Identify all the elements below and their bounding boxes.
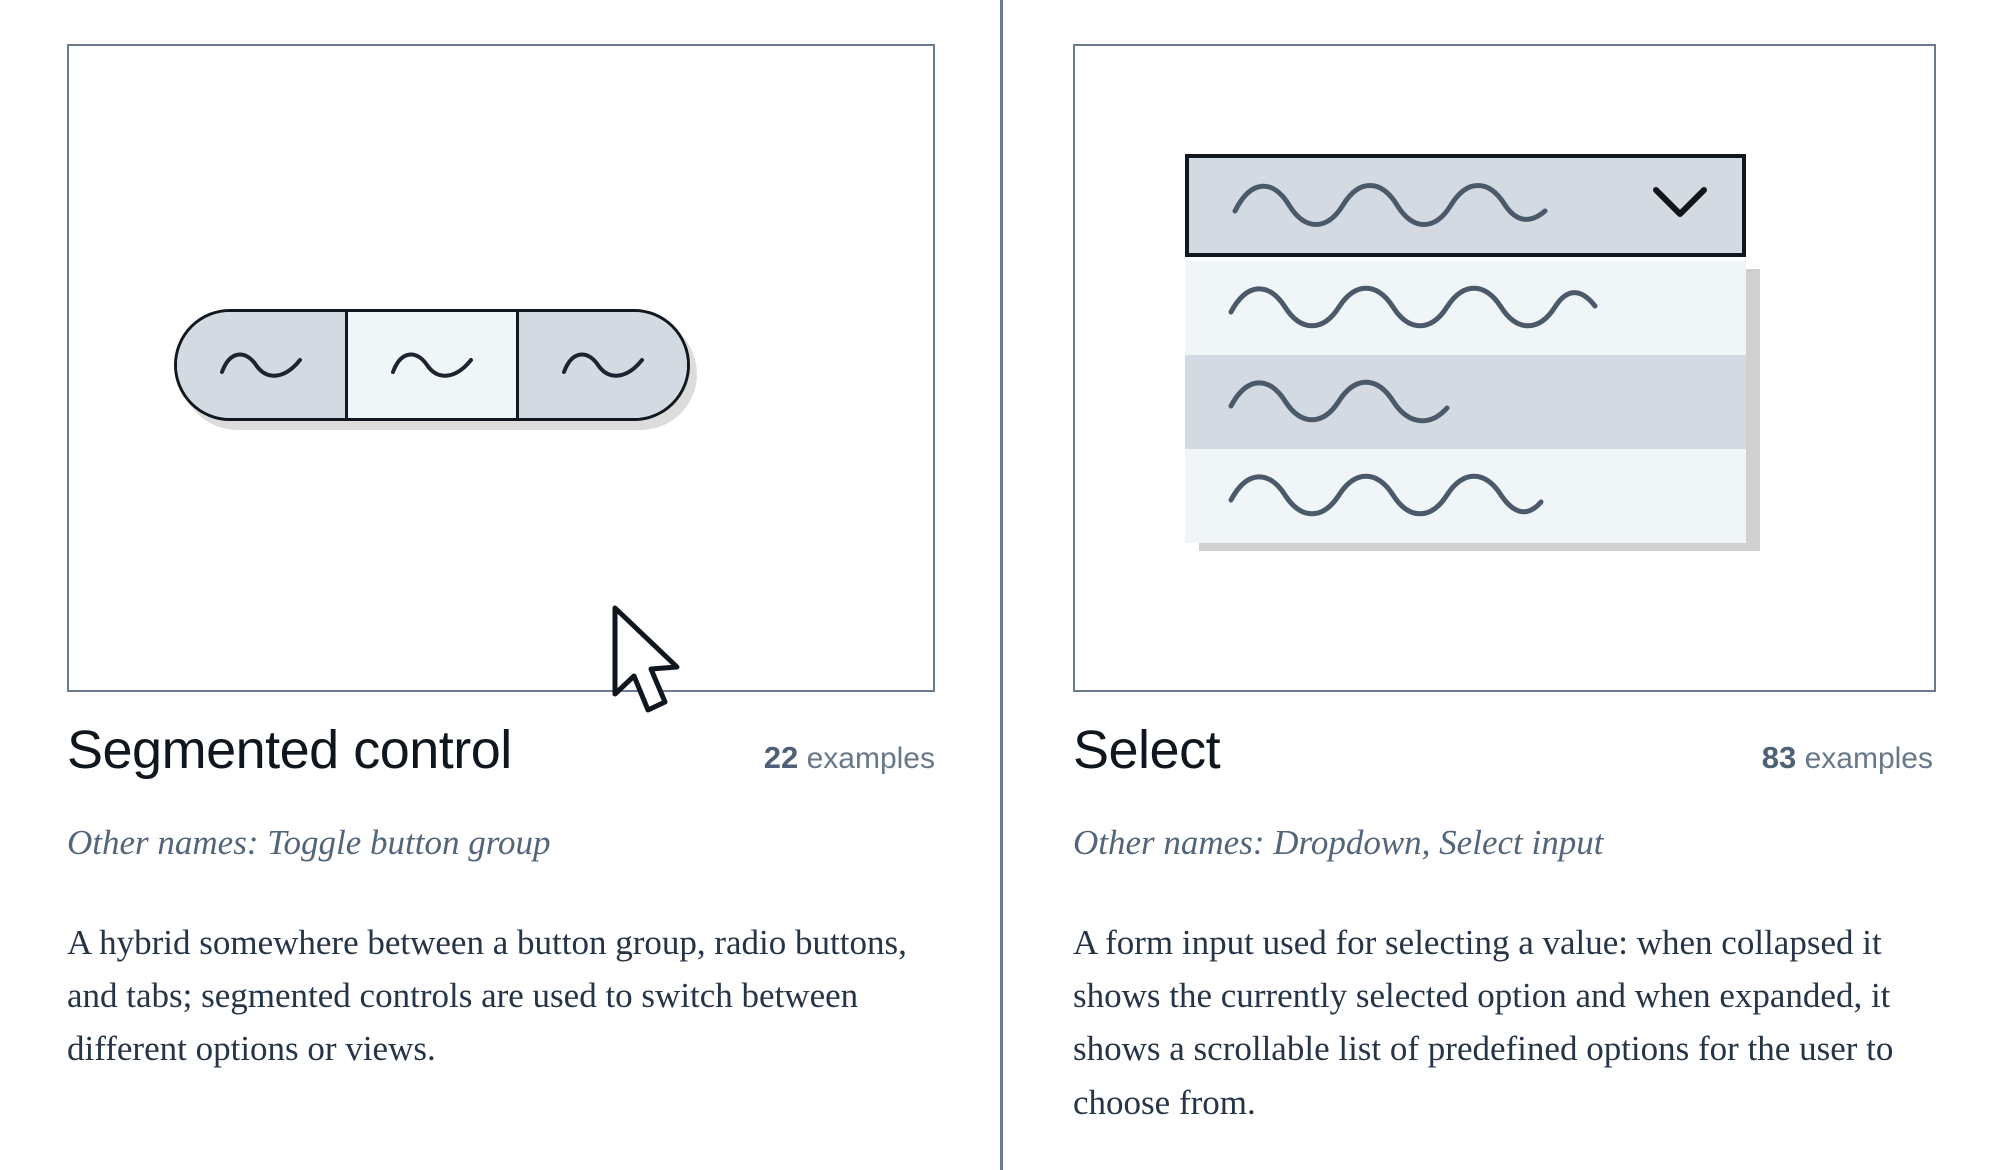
component-title: Segmented control xyxy=(67,720,512,780)
select-option-3[interactable] xyxy=(1185,449,1746,543)
squiggle-icon xyxy=(1225,276,1605,341)
component-title: Select xyxy=(1073,720,1221,780)
squiggle-icon xyxy=(1225,464,1555,529)
component-card-select[interactable]: Select 83 examples Other names: Dropdown… xyxy=(1073,0,1938,1170)
column-divider xyxy=(1000,0,1003,1170)
segment-option-1[interactable] xyxy=(177,312,348,418)
illustration-card-select xyxy=(1073,44,1936,692)
component-description: A hybrid somewhere between a button grou… xyxy=(67,923,907,1069)
examples-count-number: 22 xyxy=(763,740,799,775)
examples-count-word: examples xyxy=(806,742,935,775)
segment-option-2-selected[interactable] xyxy=(348,312,519,418)
select-illustration xyxy=(1185,154,1845,574)
other-names-line: Other names: Toggle button group xyxy=(67,823,551,862)
squiggle-icon xyxy=(218,344,304,386)
component-card-segmented-control[interactable]: Segmented control 22 examples Other name… xyxy=(67,0,937,1170)
select-option-1[interactable] xyxy=(1185,261,1746,355)
segmented-control-illustration xyxy=(169,304,769,713)
squiggle-icon xyxy=(1225,370,1465,435)
select-trigger[interactable] xyxy=(1185,154,1746,257)
squiggle-icon xyxy=(560,344,646,386)
other-names-line: Other names: Dropdown, Select input xyxy=(1073,823,1604,862)
component-meta-select: Select 83 examples Other names: Dropdown… xyxy=(1073,722,1933,1129)
select-options-list[interactable] xyxy=(1185,261,1746,543)
segmented-control-widget[interactable] xyxy=(174,309,690,421)
illustration-card-segmented-control xyxy=(67,44,935,713)
examples-count-word: examples xyxy=(1804,742,1933,775)
chevron-down-icon[interactable] xyxy=(1650,184,1710,227)
component-description: A form input used for selecting a value:… xyxy=(1073,923,1894,1122)
component-meta-segmented-control: Segmented control 22 examples Other name… xyxy=(67,722,935,1076)
examples-count-label: 83 examples xyxy=(1762,740,1933,780)
segment-option-3[interactable] xyxy=(519,312,687,418)
title-row: Select 83 examples xyxy=(1073,722,1933,780)
examples-count-label: 22 examples xyxy=(764,740,935,780)
title-row: Segmented control 22 examples xyxy=(67,722,935,780)
squiggle-icon xyxy=(389,344,475,386)
squiggle-icon xyxy=(1229,173,1559,238)
examples-count-number: 83 xyxy=(1761,740,1797,775)
select-option-2-hovered[interactable] xyxy=(1185,355,1746,449)
mouse-cursor-icon xyxy=(609,604,687,721)
